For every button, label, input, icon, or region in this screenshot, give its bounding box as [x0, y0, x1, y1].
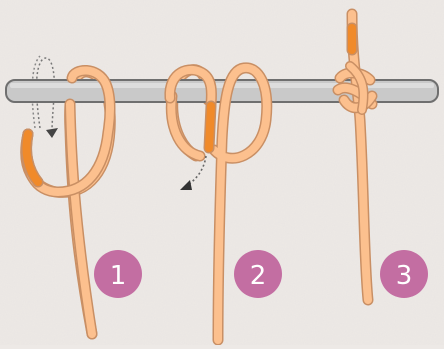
- step-3-rope: [332, 8, 378, 306]
- step-3-badge: 3: [380, 250, 428, 298]
- step-2-rope-front: [164, 62, 273, 346]
- step-1-label: 1: [110, 261, 127, 291]
- bar-highlight: [10, 83, 434, 88]
- step-2-label: 2: [250, 261, 267, 291]
- step-1-badge: 1: [94, 250, 142, 298]
- step-2-badge: 2: [234, 250, 282, 298]
- step-2-arrow: [180, 155, 207, 190]
- step-1-rope-front: [20, 65, 116, 340]
- step-3-label: 3: [396, 261, 413, 291]
